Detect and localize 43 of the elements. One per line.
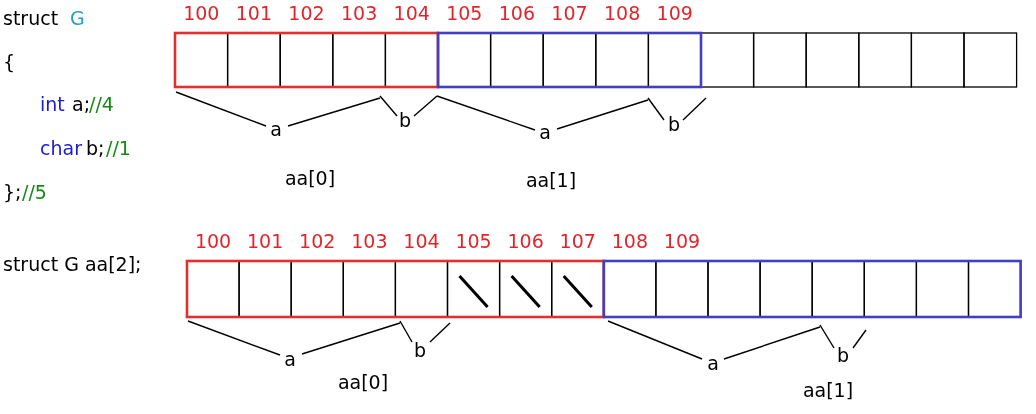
element-label: aa[1] <box>802 378 854 402</box>
memory-address: 102 <box>299 229 336 253</box>
field-label: a <box>284 347 296 371</box>
memory-address: 100 <box>183 1 220 25</box>
field-label: a <box>539 120 551 144</box>
field-label: b <box>667 112 681 136</box>
code-comment: //4 <box>89 92 114 116</box>
code-brace: }; <box>3 180 22 204</box>
memory-address: 102 <box>288 1 325 25</box>
code-keyword: char <box>40 136 82 160</box>
field-label: b <box>836 343 850 367</box>
memory-address: 104 <box>393 1 430 25</box>
code-brace: { <box>3 50 16 74</box>
memory-address: 107 <box>551 1 588 25</box>
field-label: a <box>707 351 719 375</box>
code-comment: //1 <box>106 136 131 160</box>
memory-address: 106 <box>507 229 544 253</box>
memory-address: 109 <box>656 1 693 25</box>
memory-address: 104 <box>403 229 440 253</box>
memory-address: 107 <box>559 229 596 253</box>
memory-address: 101 <box>235 1 272 25</box>
memory-address: 105 <box>455 229 492 253</box>
code-text: b; <box>86 136 105 160</box>
memory-address: 108 <box>611 229 648 253</box>
type-name: G <box>70 6 85 30</box>
code-text: struct G aa[2]; <box>3 252 142 276</box>
code-keyword: int <box>40 92 65 116</box>
element-label: aa[0] <box>337 370 389 394</box>
memory-address: 101 <box>247 229 284 253</box>
memory-address: 106 <box>498 1 535 25</box>
memory-address: 103 <box>351 229 388 253</box>
memory-address: 103 <box>340 1 378 25</box>
element-label: aa[0] <box>284 166 336 190</box>
field-label: b <box>398 108 412 132</box>
memory-address: 100 <box>194 229 232 253</box>
field-label: b <box>413 338 427 362</box>
code-comment: //5 <box>22 180 47 204</box>
memory-address: 105 <box>446 1 483 25</box>
field-label: a <box>270 117 282 141</box>
element-label: aa[1] <box>525 168 577 192</box>
code-keyword: struct <box>3 6 59 30</box>
memory-address: 108 <box>603 1 641 25</box>
memory-address: 109 <box>663 229 701 253</box>
